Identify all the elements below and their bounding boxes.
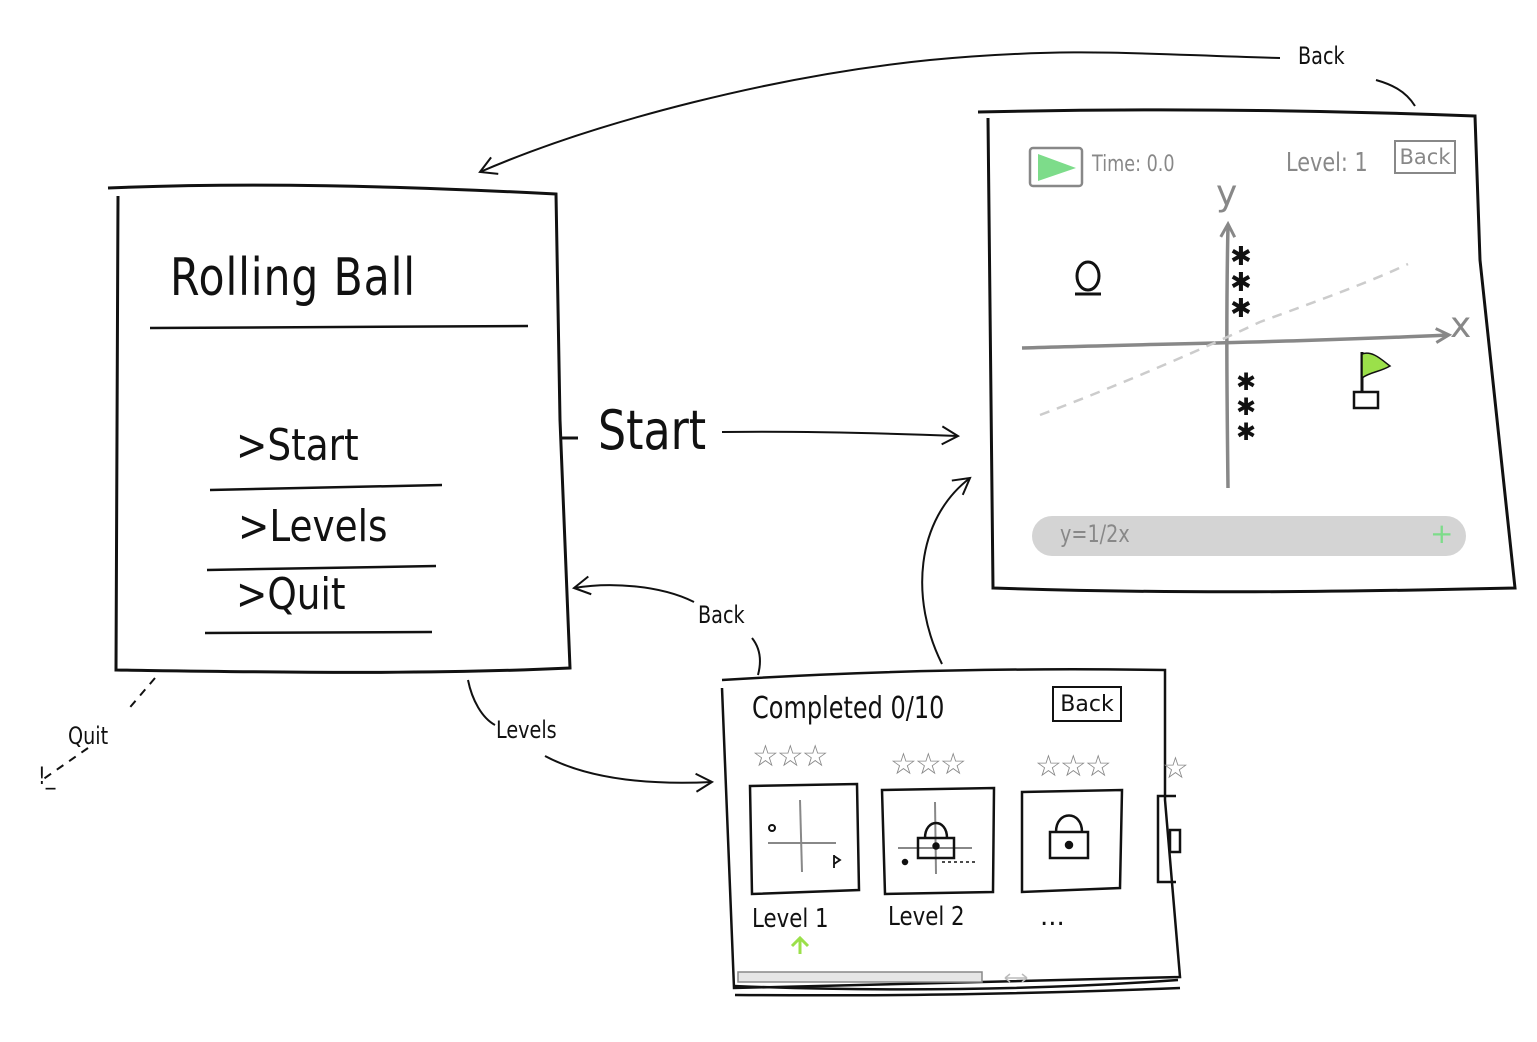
edge-label-start: Start [598,399,707,462]
edge-start [721,425,961,446]
level-1-tile[interactable] [750,786,859,894]
edge-label-levels: Levels [496,716,557,744]
game-screen-frame [977,108,1517,594]
level-label: Level: 1 [1286,148,1368,178]
levels-scrollbar-shape [737,971,1028,983]
menu-item-start[interactable]: >Start [236,420,359,471]
edge-levels [467,679,712,783]
flag-shape [1352,352,1392,410]
equation-bar-shape [1032,516,1466,556]
menu-item-quit[interactable]: >Quit [236,569,346,620]
equation-input[interactable]: y=1/2x [1060,520,1130,548]
ball-shape [1075,260,1101,296]
edge-back-levels [574,585,761,676]
levels-back-label: Back [1060,691,1114,717]
levels-back-button[interactable]: Back [1052,686,1122,722]
menu-screen-frame [107,183,572,674]
edge-levels-to-game [921,476,972,665]
level-1-stars: ☆☆☆ [752,739,829,774]
edge-label-quit-end: !_ [38,762,56,790]
levels-screen-frame [720,668,1182,997]
game-back-label: Back [1399,145,1451,169]
edge-label-back-top: Back [1298,42,1345,70]
menu-item-levels[interactable]: >Levels [238,501,388,552]
level-4-star-partial: ☆ [1162,751,1189,786]
level-1-label: Level 1 [752,904,829,934]
level-3-tile[interactable] [1022,790,1122,892]
completed-label: Completed 0/10 [752,691,945,726]
game-axes [1021,225,1448,489]
axis-x-label: x [1450,305,1472,346]
star-collectibles-top: ✱✱✱ [1230,242,1252,324]
level-2-stars: ☆☆☆ [890,747,967,782]
level-thumbnails [748,782,1182,896]
level-cursor-arrow [790,935,810,954]
levels-scrollbar[interactable] [738,970,982,984]
level-2-label: Level 2 [888,902,965,932]
edge-label-quit: Quit [68,722,109,750]
star-collectibles-bottom: ✱✱✱ [1236,368,1257,446]
play-button-shape [1028,146,1084,188]
axis-y-label: y [1216,173,1238,214]
game-back-button[interactable]: Back [1394,140,1456,174]
add-equation-button[interactable]: + [1430,517,1454,550]
menu-title: Rolling Ball [170,248,416,308]
time-label: Time: 0.0 [1092,152,1175,177]
level-3-label: ... [1040,902,1065,932]
edge-quit [41,677,156,781]
edge-back-top [480,51,1416,172]
edge-label-back-levels: Back [698,601,745,629]
level-2-tile[interactable] [882,788,994,894]
level-3-stars: ☆☆☆ [1035,749,1112,784]
